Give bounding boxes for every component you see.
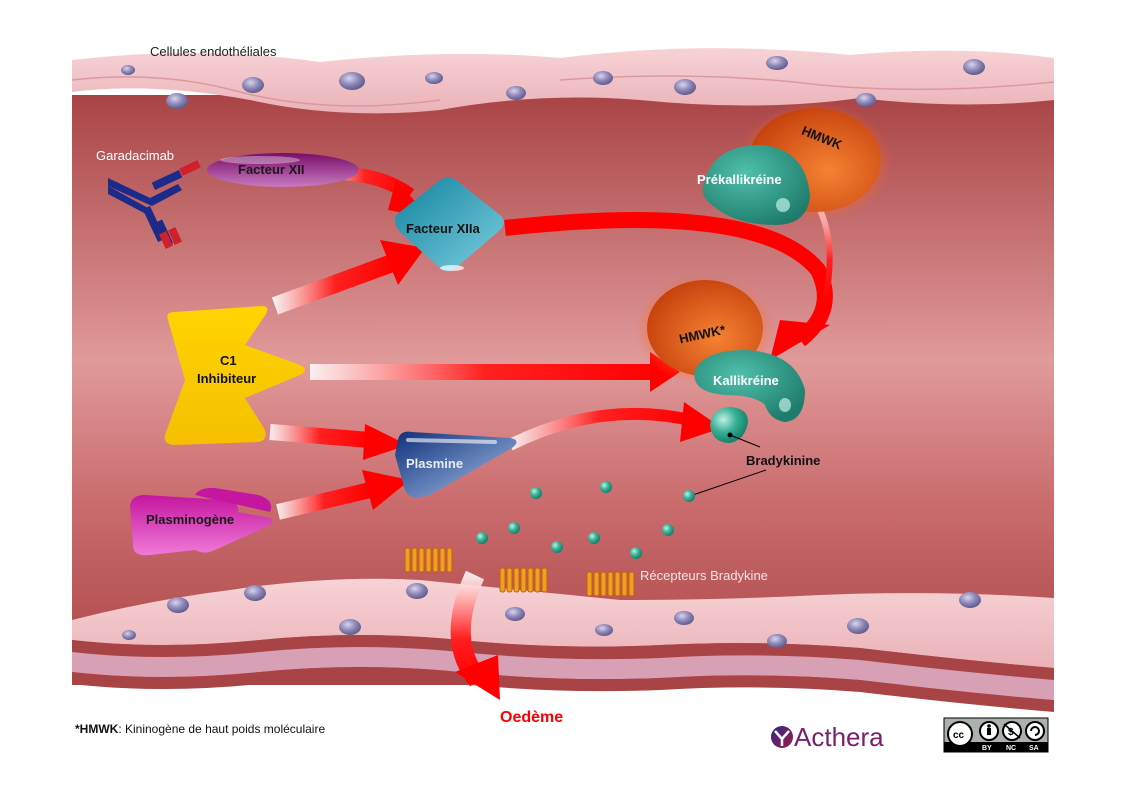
free-bradykinin bbox=[476, 481, 695, 559]
label-factor-xii: Facteur XII bbox=[238, 162, 304, 177]
label-prekallikrein: Prékallikréine bbox=[697, 172, 782, 187]
label-oedema: Oedème bbox=[500, 709, 563, 726]
bottom-nuclei bbox=[122, 583, 981, 648]
label-endothelial-cells: Cellules endothéliales bbox=[150, 44, 277, 59]
garadacimab-antibody-icon bbox=[108, 160, 201, 249]
license-by: BY bbox=[982, 745, 992, 752]
c1-inhibitor bbox=[164, 306, 305, 445]
arrow-c1-to-fxiia bbox=[271, 240, 425, 315]
prekallikrein bbox=[702, 145, 810, 225]
cc-icon bbox=[947, 721, 973, 747]
bradykinin-leader-line-1 bbox=[729, 434, 761, 448]
acthera-logo-text: Acthera bbox=[794, 722, 884, 752]
license-nc: NC bbox=[1006, 745, 1016, 752]
footnote: *HMWK: Kininogène de haut poids molécula… bbox=[75, 722, 325, 736]
arrow-plasmin-to-bradykinin bbox=[507, 402, 722, 451]
top-nuclei bbox=[121, 56, 985, 109]
label-c1-line1: C1 bbox=[220, 353, 237, 368]
label-garadacimab: Garadacimab bbox=[96, 148, 174, 163]
footnote-definition: : Kininogène de haut poids moléculaire bbox=[118, 722, 325, 736]
label-bradykinin: Bradykinine bbox=[746, 453, 820, 468]
bradykinin-leader-line-2 bbox=[689, 469, 767, 497]
arrow-fxiia-to-kallikrein bbox=[504, 212, 833, 360]
nc-dollar-glyph: $ bbox=[1008, 727, 1014, 738]
cc-license-badge[interactable]: cc $ BY NC SA bbox=[943, 717, 1049, 753]
arrow-c1-to-plasmin bbox=[269, 424, 408, 460]
label-factor-xiia: Facteur XIIa bbox=[406, 221, 480, 236]
bradykinin-receptor bbox=[499, 567, 548, 593]
bottom-endothelial-layer bbox=[72, 578, 1054, 712]
bradykinin-receptor bbox=[404, 547, 453, 573]
plasminogen bbox=[130, 487, 273, 556]
label-c1-line2: Inhibiteur bbox=[197, 371, 256, 386]
license-sa: SA bbox=[1029, 745, 1039, 752]
kallikrein bbox=[694, 350, 805, 422]
sa-icon bbox=[1025, 721, 1045, 741]
label-bradykinin-receptors: Récepteurs Bradykine bbox=[640, 568, 768, 583]
footnote-term: *HMWK bbox=[75, 722, 119, 736]
top-endothelial-layer bbox=[71, 48, 1055, 114]
acthera-logo: Acthera bbox=[771, 722, 884, 752]
label-kallikrein: Kallikréine bbox=[713, 373, 779, 388]
cc-text: cc bbox=[953, 730, 965, 741]
plasmin bbox=[395, 431, 517, 498]
arrow-oedema bbox=[450, 570, 500, 700]
label-plasmin: Plasmine bbox=[406, 456, 463, 471]
label-plasminogen: Plasminogène bbox=[146, 512, 234, 527]
arrow-plasminogen-to-plasmin bbox=[276, 470, 410, 520]
factor-xiia bbox=[395, 177, 504, 272]
bradykinin-receptor bbox=[586, 571, 635, 597]
factor-xii bbox=[207, 153, 359, 187]
